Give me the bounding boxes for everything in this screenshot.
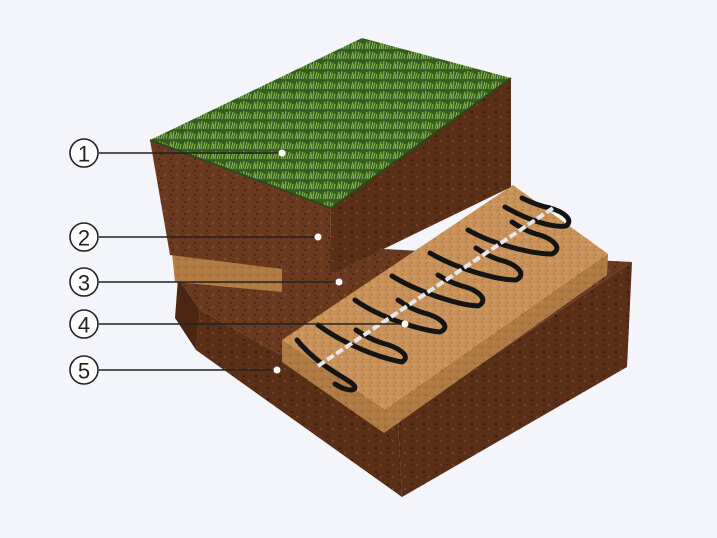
callout-5-label: 5 <box>78 359 90 384</box>
sand-right <box>384 254 608 433</box>
callout-1: 1 <box>69 138 99 168</box>
heating-cable <box>294 195 572 393</box>
grass-edge <box>149 77 512 210</box>
cable-tape <box>316 204 558 368</box>
grass-top <box>150 38 511 208</box>
callout-2-label: 2 <box>78 226 90 251</box>
callout-3-label: 3 <box>78 271 90 296</box>
base-soil-front <box>196 310 402 497</box>
callout-4-label: 4 <box>78 313 90 338</box>
callout-1-label: 1 <box>78 142 90 167</box>
callout-leaders <box>99 149 409 374</box>
callout-2: 2 <box>69 222 99 252</box>
callout-4: 4 <box>69 309 99 339</box>
sand-front <box>282 340 385 433</box>
soil-block-front <box>150 140 331 275</box>
callout-3: 3 <box>69 267 99 297</box>
soil-block-right <box>330 78 511 275</box>
base-soil-right <box>398 262 632 497</box>
base-soil-left-edge <box>175 278 200 350</box>
callout-5: 5 <box>69 355 99 385</box>
